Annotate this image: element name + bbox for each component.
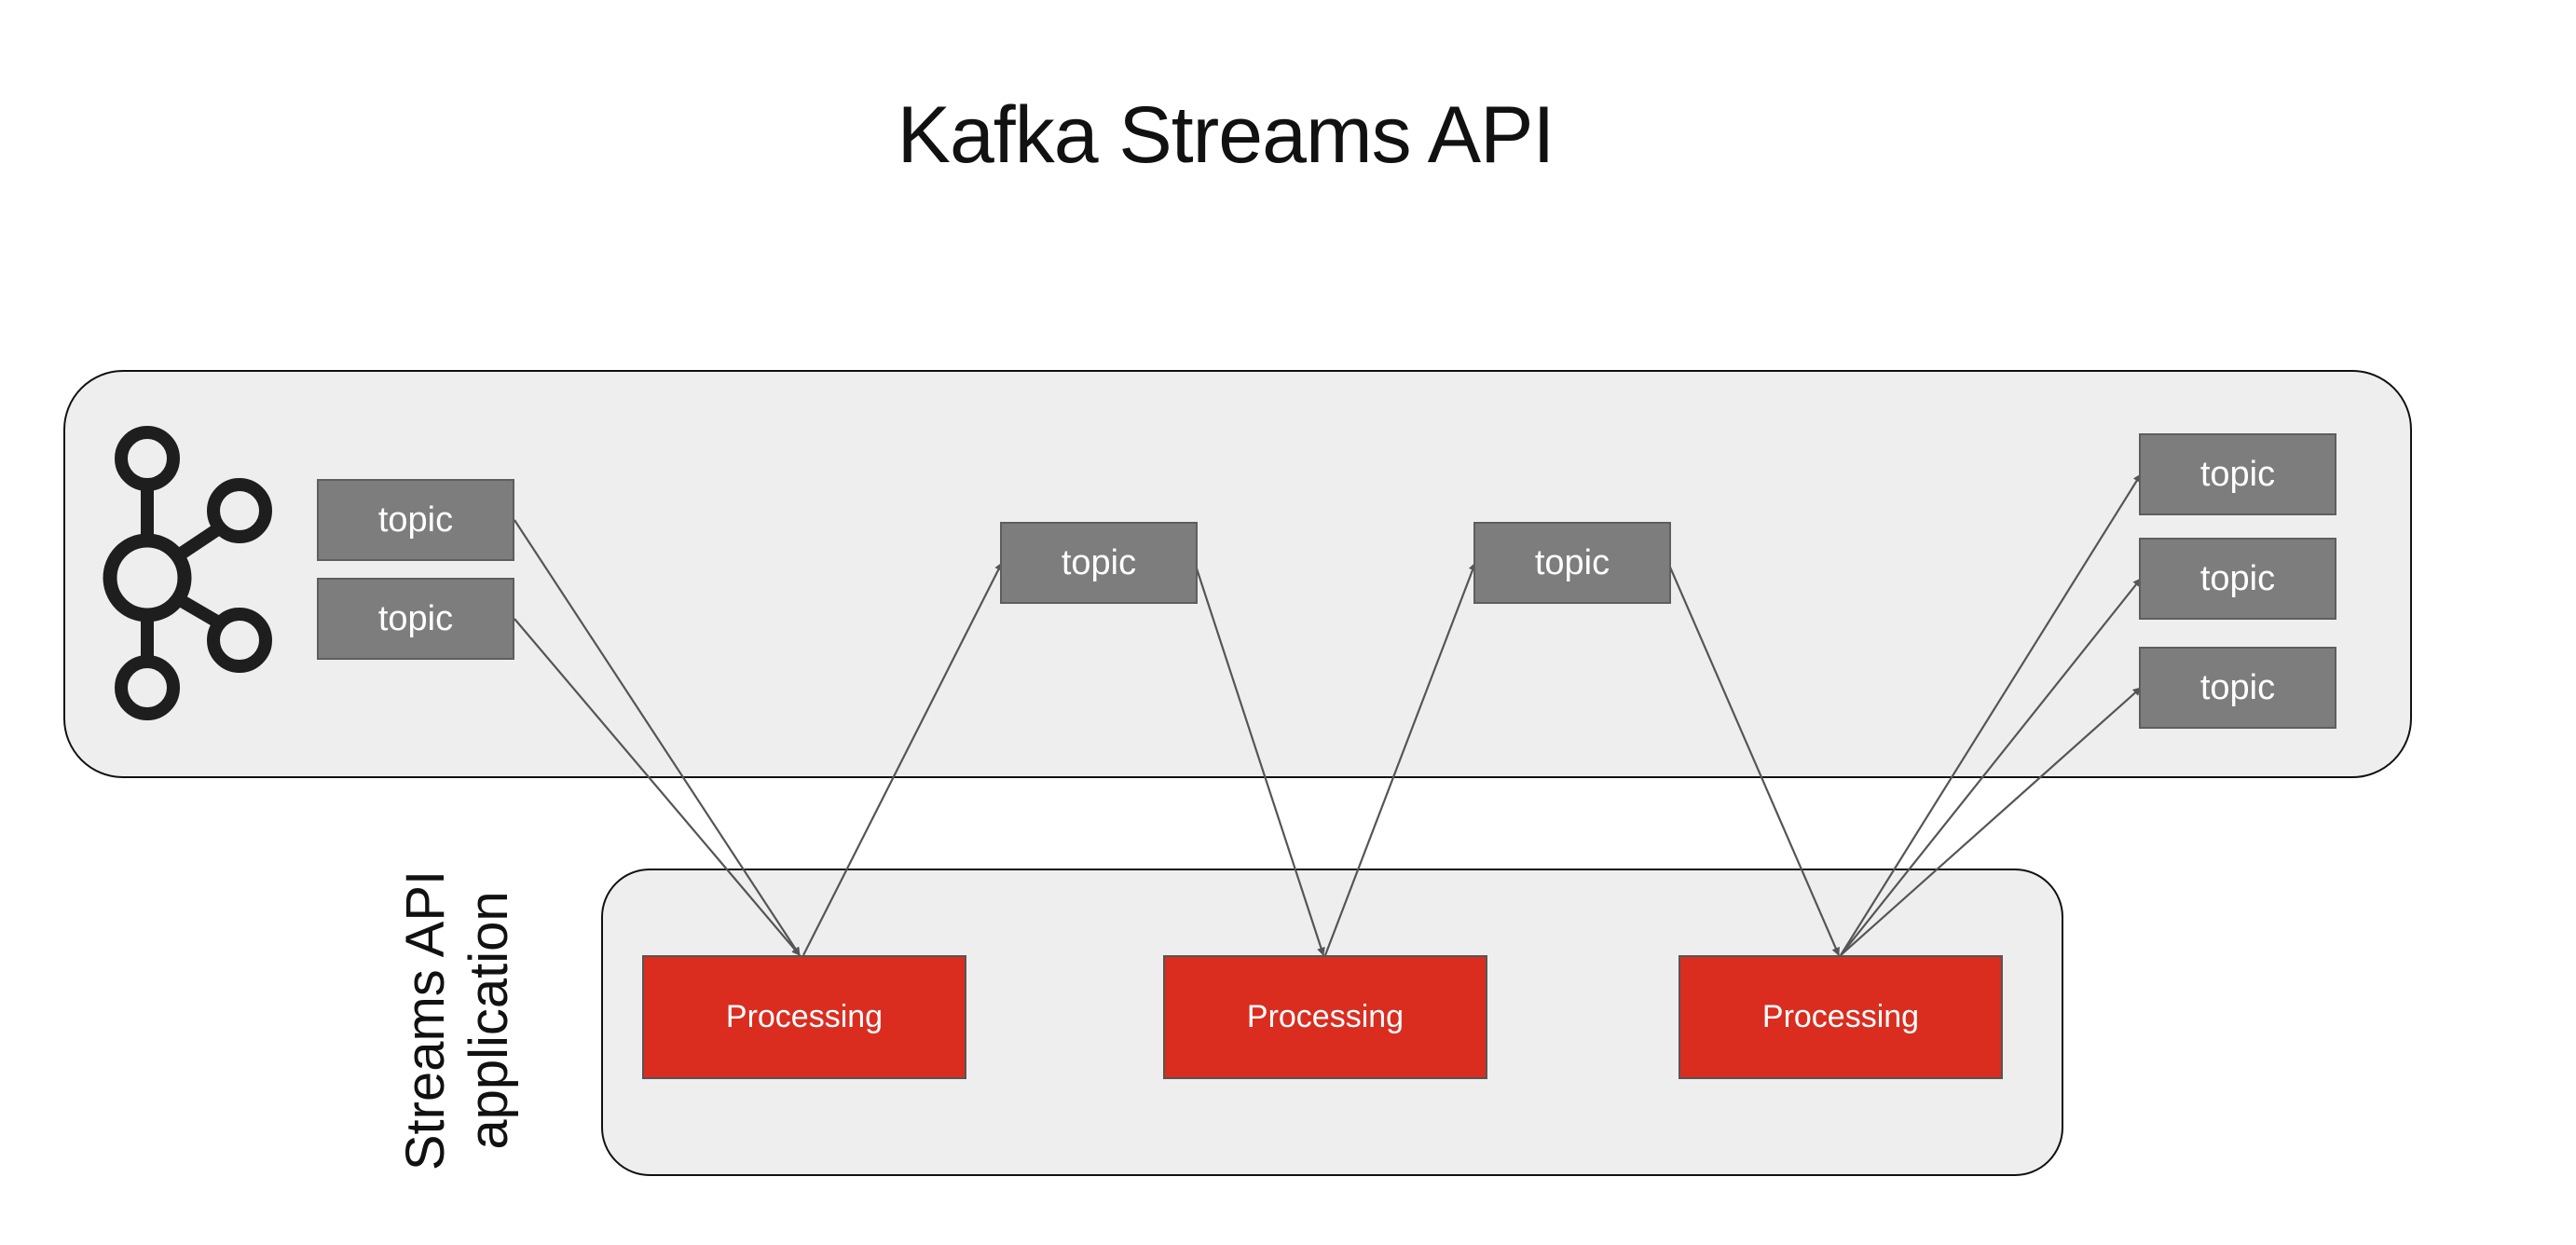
processing-box: Processing (1679, 955, 2003, 1079)
processing-box: Processing (642, 955, 966, 1079)
diagram-title: Kafka Streams API (897, 90, 1555, 180)
processing-box: Processing (1163, 955, 1487, 1079)
topic-box: topic (2139, 433, 2336, 515)
edge-topic4-to-processing3 (1666, 562, 1841, 956)
edge-processing3-to-topic7 (1840, 687, 2142, 956)
edge-processing1-to-topic3 (802, 562, 1003, 956)
edge-processing2-to-topic4 (1323, 562, 1477, 956)
topic-box: topic (1473, 522, 1671, 604)
topic-box: topic (2139, 647, 2336, 729)
edge-processing3-to-topic5 (1840, 473, 2142, 956)
topic-box: topic (317, 479, 514, 561)
edge-topic3-to-processing2 (1193, 562, 1325, 956)
edge-topic2-to-processing1 (514, 618, 801, 956)
topic-box: topic (317, 578, 514, 660)
kafka-cluster-panel (63, 370, 2412, 778)
edge-topic1-to-processing1 (514, 519, 801, 956)
topic-box: topic (1000, 522, 1198, 604)
edge-processing3-to-topic6 (1840, 578, 2142, 956)
topic-box: topic (2139, 538, 2336, 620)
kafka-logo-icon (103, 426, 272, 720)
